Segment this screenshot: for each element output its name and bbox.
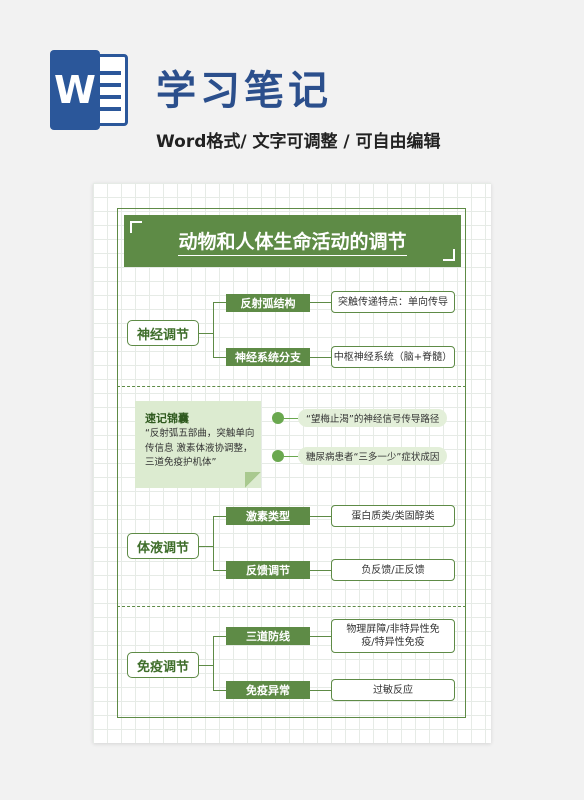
leaf-node: 中枢神经系统（脑+脊髓） <box>331 346 455 368</box>
bullet-dot-icon <box>272 412 284 424</box>
topic-banner: 动物和人体生命活动的调节 <box>124 215 461 267</box>
branch-node: 激素类型 <box>226 507 310 525</box>
banner-corner-decoration <box>443 249 455 261</box>
tip-bullet: “望梅止渴”的神经信号传导路径 <box>298 409 448 427</box>
leaf-node: 物理屏障/非特异性免疫/特异性免疫 <box>331 619 455 653</box>
page-fold-decoration <box>245 472 261 488</box>
branch-node: 三道防线 <box>226 627 310 645</box>
branch-node: 反射弧结构 <box>226 294 310 312</box>
memory-tip-card: 速记锦囊 “反射弧五部曲，突触单向传信息 激素体液协调整，三道免疫护机体” <box>135 401 261 488</box>
branch-node: 神经系统分支 <box>226 348 310 366</box>
content-frame <box>117 208 466 718</box>
section-divider <box>117 606 466 607</box>
word-letter-badge: W <box>50 50 100 130</box>
leaf-node: 突触传递特点：单向传导 <box>331 291 455 313</box>
root-node-humoral: 体液调节 <box>127 533 199 559</box>
tip-title: 速记锦囊 <box>145 412 189 425</box>
tip-body: “反射弧五部曲，突触单向传信息 激素体液协调整，三道免疫护机体” <box>145 428 255 469</box>
page-subtitle: Word格式/ 文字可调整 / 可自由编辑 <box>156 132 441 152</box>
branch-node: 免疫异常 <box>226 681 310 699</box>
leaf-node: 负反馈/正反馈 <box>331 559 455 581</box>
tip-bullet: 糖尿病患者“三多一少”症状成因 <box>298 447 448 465</box>
leaf-node: 过敏反应 <box>331 679 455 701</box>
banner-corner-decoration <box>130 221 142 233</box>
topic-title: 动物和人体生命活动的调节 <box>178 227 407 256</box>
branch-node: 反馈调节 <box>226 561 310 579</box>
root-node-nerve: 神经调节 <box>127 320 199 346</box>
word-app-icon: W <box>50 46 128 138</box>
page-title: 学习笔记 <box>156 68 332 114</box>
root-node-immune: 免疫调节 <box>127 652 199 678</box>
leaf-node: 蛋白质类/类固醇类 <box>331 505 455 527</box>
section-divider <box>117 386 466 387</box>
bullet-dot-icon <box>272 450 284 462</box>
